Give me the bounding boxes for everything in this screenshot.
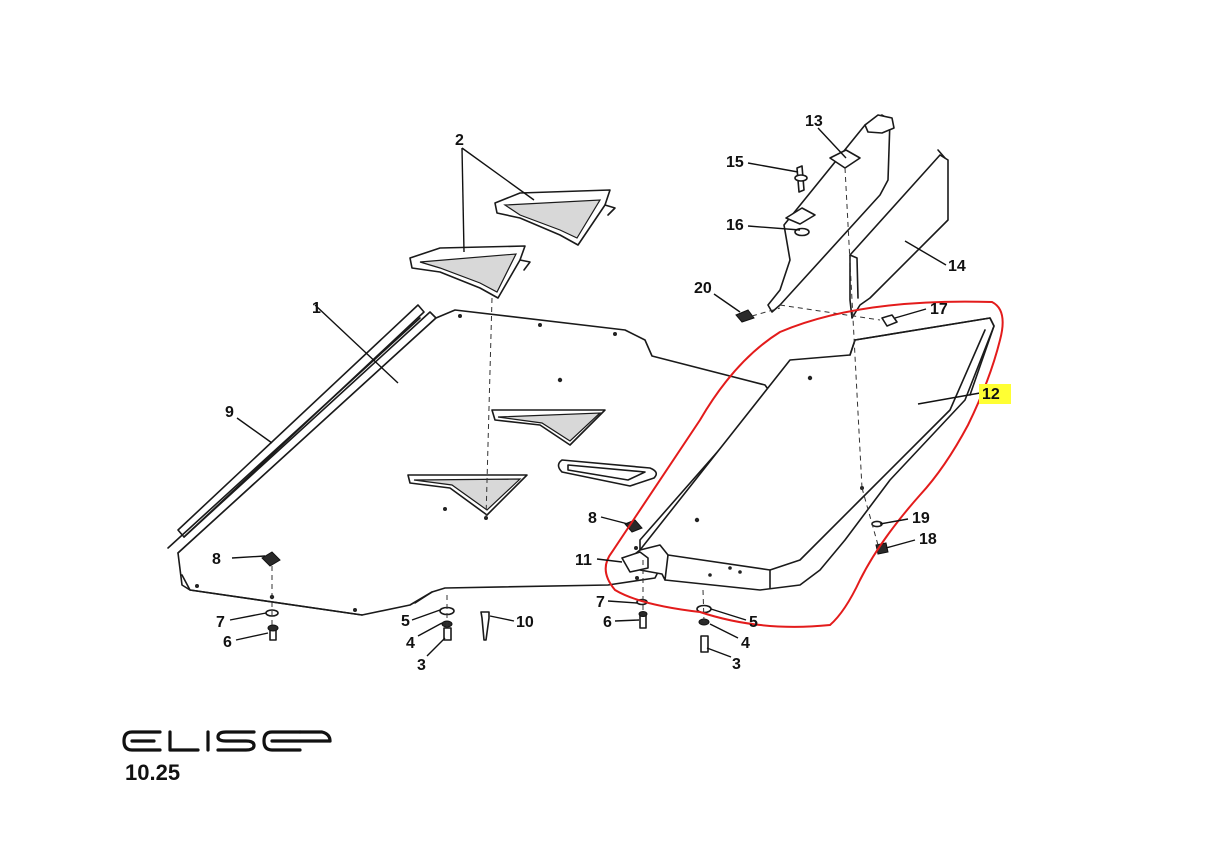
callout-5-right: 5	[749, 614, 758, 631]
callout-4-right: 4	[741, 635, 750, 652]
part-12-highlight	[979, 384, 1011, 404]
callout-8-right: 8	[588, 510, 597, 527]
part-14-side-panel	[849, 149, 949, 319]
part-2-air-ducts	[409, 189, 616, 299]
callout-13: 13	[805, 113, 823, 130]
callout-7-left: 7	[216, 614, 225, 631]
callout-10: 10	[516, 614, 534, 631]
part-13-vertical-bracket	[767, 114, 895, 313]
callout-6-left: 6	[223, 634, 232, 651]
part-15-pin	[794, 165, 808, 193]
callout-20: 20	[694, 280, 712, 297]
callout-3-left: 3	[417, 657, 426, 674]
callout-4-left: 4	[406, 635, 415, 652]
callout-19: 19	[912, 510, 930, 527]
callout-12: 12	[982, 386, 1000, 403]
elise-logo	[122, 730, 332, 752]
callout-17: 17	[930, 301, 948, 318]
part-20-clip	[735, 309, 755, 323]
callout-9: 9	[225, 404, 234, 421]
callout-8-left: 8	[212, 551, 221, 568]
fastener-stack-center	[636, 598, 648, 629]
callout-16: 16	[726, 217, 744, 234]
fastener-stack-right	[696, 604, 712, 653]
callout-6-right: 6	[603, 614, 612, 631]
leader-lines	[229, 127, 981, 658]
callout-7-right: 7	[596, 594, 605, 611]
part-10-rivet	[480, 611, 490, 641]
part-11-bracket	[621, 551, 649, 573]
callout-14: 14	[948, 258, 966, 275]
alignment-lines	[271, 167, 881, 628]
callout-5-left: 5	[401, 613, 410, 630]
callout-11: 11	[575, 552, 592, 569]
callout-1: 1	[312, 300, 321, 317]
callout-labels: 1 2 9 8 8 11 13 15 16 20 14 17 12 19 18 …	[212, 113, 1000, 674]
callout-18: 18	[919, 531, 937, 548]
page-reference: 10.25	[125, 760, 180, 785]
callout-15: 15	[726, 154, 744, 171]
callout-2: 2	[455, 132, 464, 149]
part-17-rivet	[881, 314, 898, 327]
callout-3-right: 3	[732, 656, 741, 673]
red-annotation-outline	[604, 300, 1004, 628]
